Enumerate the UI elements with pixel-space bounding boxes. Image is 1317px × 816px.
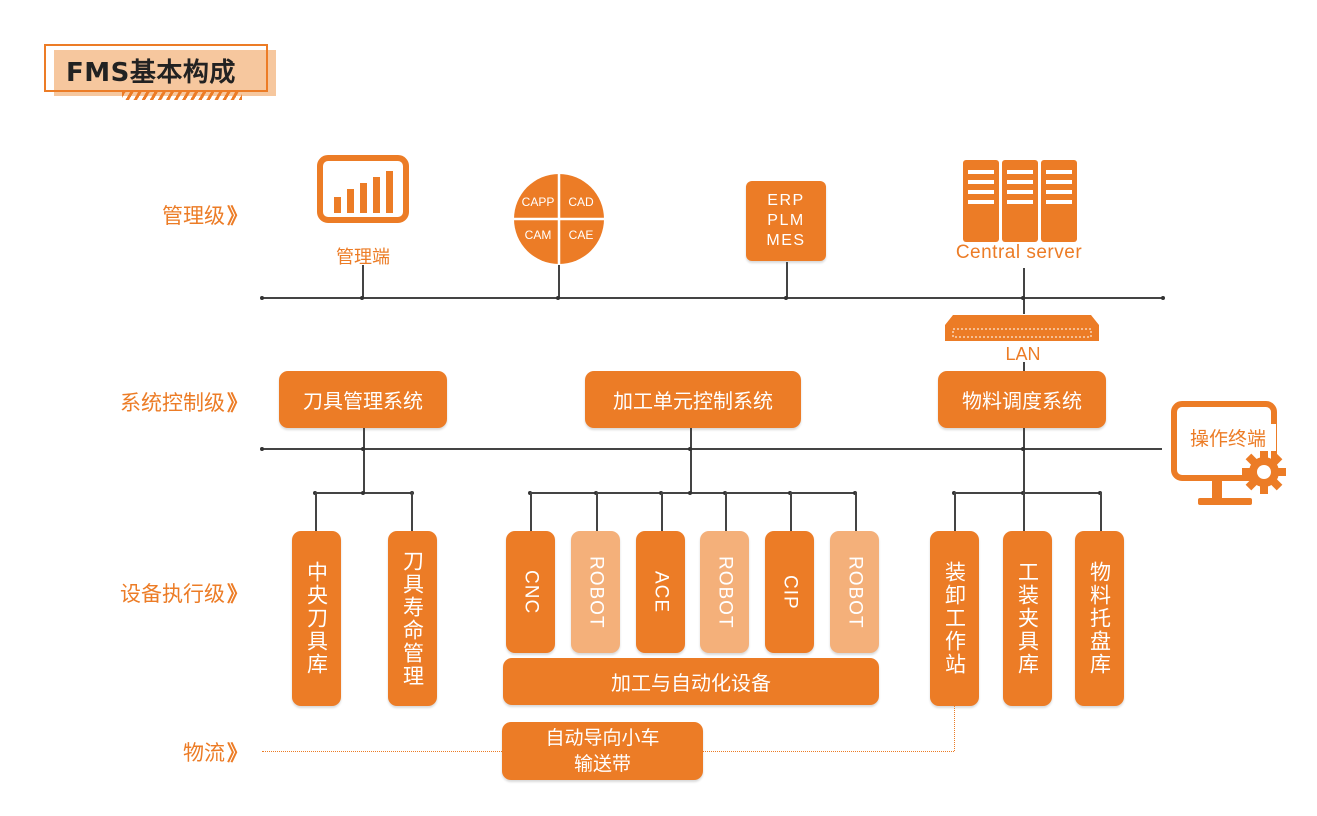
- plm-label: PLM: [767, 212, 805, 229]
- junction-dot: [361, 447, 365, 451]
- connector: [596, 492, 598, 532]
- connector: [530, 492, 532, 532]
- junction-dot: [1021, 447, 1025, 451]
- quadrant-cae: CAE: [569, 228, 594, 242]
- operator-terminal-label: 操作终端: [1180, 424, 1276, 451]
- junction-dot: [784, 296, 788, 300]
- quadrant-cam: CAM: [525, 228, 552, 242]
- connector: [855, 492, 857, 532]
- management-bus: [262, 297, 1162, 299]
- chevron-right-icon: 》: [227, 391, 248, 415]
- connector: [1023, 362, 1025, 372]
- tool-management-system: 刀具管理系统: [279, 371, 447, 428]
- quadrant-cad: CAD: [568, 195, 594, 209]
- connector: [790, 492, 792, 532]
- title-background: [54, 50, 276, 96]
- cnc-unit: CNC: [506, 531, 555, 653]
- tool-life-management: 刀具寿命管理: [388, 531, 437, 706]
- operator-terminal-icon: [1171, 401, 1286, 505]
- logistics-line-up: [954, 706, 955, 751]
- junction-dot: [361, 491, 365, 495]
- lan-switch-icon: [945, 315, 1099, 341]
- junction-dot: [688, 447, 692, 451]
- level-equipment: 设备执行级》: [108, 578, 248, 608]
- connector: [1023, 268, 1025, 314]
- connector: [363, 428, 365, 492]
- level-management-label: 管理级: [162, 204, 225, 228]
- connector: [1100, 492, 1102, 532]
- connector: [690, 428, 692, 492]
- junction-dot: [1021, 296, 1025, 300]
- level-equipment-label: 设备执行级: [120, 582, 225, 606]
- junction-dot: [688, 491, 692, 495]
- fixture-library: 工装夹具库: [1003, 531, 1052, 706]
- bus-end-dot: [260, 296, 264, 300]
- robot-unit: ROBOT: [830, 531, 879, 653]
- connector: [725, 492, 727, 532]
- mes-label: MES: [766, 232, 806, 249]
- title-stripes: [122, 92, 242, 100]
- connector: [362, 265, 364, 298]
- bus-end-dot: [1161, 296, 1165, 300]
- logistics-line-right: [703, 751, 954, 752]
- connector: [1023, 492, 1025, 532]
- lan-label: LAN: [1005, 344, 1041, 364]
- machining-automation-equipment: 加工与自动化设备: [503, 658, 879, 705]
- logistics-line-left: [262, 751, 502, 752]
- connector: [411, 492, 413, 532]
- chevron-right-icon: 》: [227, 204, 248, 228]
- page-title: FMS基本构成: [66, 58, 236, 88]
- level-system-control: 系统控制级》: [108, 387, 248, 417]
- connector: [661, 492, 663, 532]
- bus-end-dot: [260, 447, 264, 451]
- level-management: 管理级》: [108, 200, 248, 230]
- branch-bar: [954, 492, 1100, 494]
- material-dispatch-system: 物料调度系统: [938, 371, 1106, 428]
- central-server-label: Central server: [955, 242, 1083, 263]
- ace-unit: ACE: [636, 531, 685, 653]
- level-logistics-label: 物流: [183, 741, 225, 765]
- title-frame: [44, 44, 268, 92]
- connector: [786, 262, 788, 298]
- connector: [1023, 428, 1025, 492]
- erp-plm-mes-box: ERP PLM MES: [746, 181, 826, 261]
- chevron-right-icon: 》: [227, 582, 248, 606]
- admin-terminal-label: 管理端: [336, 247, 390, 268]
- monitor-chart-icon: [317, 155, 409, 223]
- chevron-right-icon: 》: [227, 741, 248, 765]
- connector: [954, 492, 956, 532]
- control-bus: [262, 448, 1162, 450]
- branch-bar: [530, 492, 855, 494]
- cad-cam-circle: CAPP CAD CAM CAE: [514, 174, 604, 264]
- gear-icon: [1242, 450, 1286, 494]
- robot-unit: ROBOT: [571, 531, 620, 653]
- junction-dot: [556, 296, 560, 300]
- level-system-control-label: 系统控制级: [120, 391, 225, 415]
- cell-control-system: 加工单元控制系统: [585, 371, 801, 428]
- robot-unit: ROBOT: [700, 531, 749, 653]
- connector: [558, 265, 560, 298]
- loading-station: 装卸工作站: [930, 531, 979, 706]
- level-logistics: 物流》: [108, 737, 248, 767]
- central-tool-magazine: 中央刀具库: [292, 531, 341, 706]
- agv-conveyor: 自动导向小车 输送带: [502, 722, 703, 780]
- pallet-library: 物料托盘库: [1075, 531, 1124, 706]
- server-rack-icon: [963, 160, 1077, 242]
- conveyor-label: 输送带: [573, 753, 631, 775]
- erp-label: ERP: [767, 192, 805, 209]
- cip-unit: CIP: [765, 531, 814, 653]
- agv-label: 自动导向小车: [545, 727, 660, 749]
- title-badge: FMS基本构成: [44, 44, 278, 100]
- connector: [315, 492, 317, 532]
- junction-dot: [360, 296, 364, 300]
- quadrant-capp: CAPP: [522, 195, 555, 209]
